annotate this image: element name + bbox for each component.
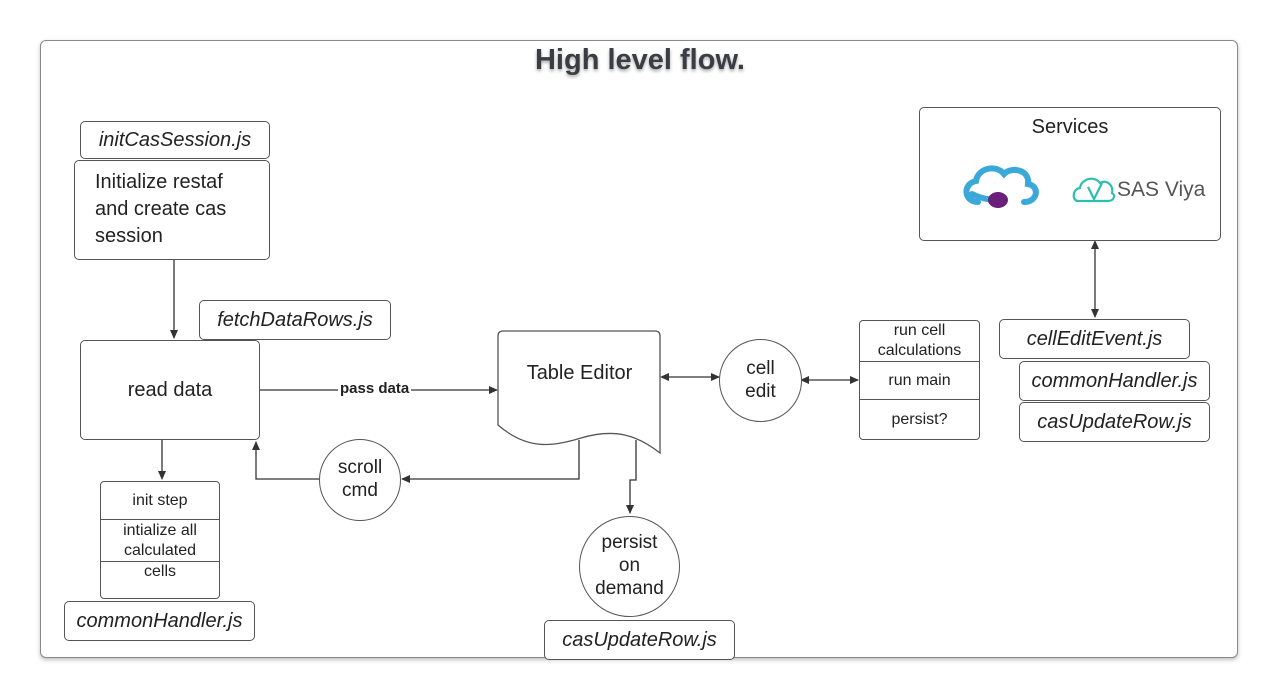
file-cell-edit-event: cellEditEvent.js — [999, 319, 1190, 359]
file-common-handler-left: commonHandler.js — [64, 601, 255, 641]
edge-scroll-to-read — [252, 441, 320, 480]
file-fetch-data-rows: fetchDataRows.js — [199, 300, 391, 340]
initialize-session-box: Initialize restaf and create cas session — [74, 160, 270, 260]
scroll-cmd-line-2: cmd — [342, 480, 378, 501]
persist-line-2: on — [618, 555, 641, 577]
table-editor-shape — [497, 330, 661, 455]
persist-line-1: persist — [601, 532, 658, 554]
services-label: Services — [1031, 116, 1109, 138]
viya-logo-text: SAS Viya — [1117, 178, 1206, 201]
cell-calc-row-1: run cell calculations — [877, 322, 962, 359]
initialize-line-2: and create cas — [95, 198, 227, 220]
init-step-row-3: cells — [101, 561, 219, 598]
edge-label-pass-data: pass data — [338, 380, 412, 397]
initialize-line-1: Initialize restaf — [95, 171, 223, 193]
cell-edit-line-1: cell — [746, 357, 775, 379]
cell-calc-stack: run cell calculations run main persist? — [859, 320, 980, 440]
cell-calc-row-2: run main — [860, 361, 979, 399]
init-step-row-1: init step — [132, 491, 188, 509]
services-box: Services SAS Viya — [919, 107, 1221, 241]
persist-on-demand-node: persist on demand — [579, 516, 680, 617]
file-cas-update-row-bottom: casUpdateRow.js — [544, 620, 735, 660]
initialize-line-3: session — [95, 225, 163, 247]
viya-check-icon — [1072, 177, 1116, 203]
init-step-row-2: intialize all calculated — [101, 519, 219, 561]
persist-line-3: demand — [595, 577, 664, 599]
edge-table-to-persist — [626, 440, 637, 514]
cell-edit-line-2: edit — [745, 380, 776, 402]
init-step-stack: init step intialize all calculated cells — [100, 481, 220, 599]
sas-viya-logo: SAS Viya — [1072, 173, 1205, 207]
cell-calc-row-3: persist? — [860, 399, 979, 439]
diagram-title: High level flow. — [534, 44, 745, 76]
file-cas-update-row-right: casUpdateRow.js — [1019, 402, 1210, 442]
scroll-cmd-line-1: scroll — [337, 457, 383, 479]
file-common-handler-right: commonHandler.js — [1019, 361, 1210, 401]
cell-edit-node: cell edit — [719, 339, 802, 422]
scroll-cmd-node: scroll cmd — [319, 439, 401, 521]
read-data-box: read data — [80, 340, 260, 440]
cloud-logo-icon — [963, 165, 1039, 208]
table-editor-label: Table Editor — [526, 362, 633, 384]
file-init-cas-session: initCasSession.js — [80, 121, 270, 159]
edge-table-to-scroll — [401, 440, 580, 483]
